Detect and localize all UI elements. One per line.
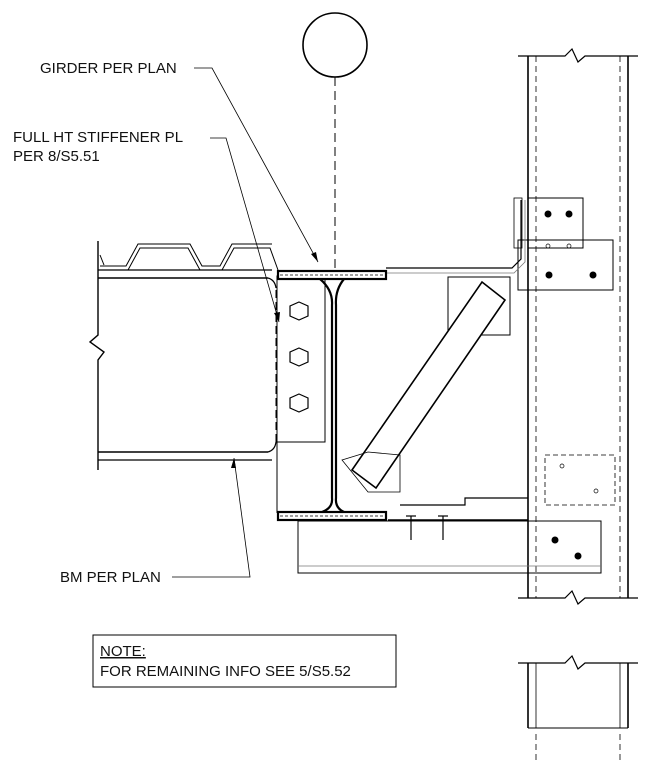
beam-label: BM PER PLAN [60,569,161,586]
bottom-plate [297,497,602,574]
beam-leader-line [172,457,251,578]
stiffener-leader-line [210,137,280,323]
girder-i-section [276,269,388,522]
note-box: NOTE: FOR REMAINING INFO SEE 5/S5.52 [92,634,397,688]
shear-studs [406,515,448,540]
note-text: FOR REMAINING INFO SEE 5/S5.52 [100,663,351,680]
section-callout-bubble [302,12,368,78]
upper-connection-plate [513,197,614,291]
shear-tab-bolts [289,301,309,413]
note-title: NOTE: [100,643,146,660]
beam [88,241,277,470]
lower-column-plate [544,454,616,506]
stiffener-label-line1: FULL HT STIFFENER PL [13,129,183,146]
metal-deck [98,243,279,271]
diagonal-brace [350,280,507,490]
upper-plate-holes [545,243,572,249]
brace-end-plate [341,451,401,493]
column-lower-section [518,654,638,760]
stiffener-label-line2: PER 8/S5.51 [13,148,100,165]
top-flange-plate [386,200,522,269]
upper-plate-bolts [544,210,597,279]
girder-leader-line [194,67,319,263]
column [518,47,638,605]
lower-plate-bolts [551,536,582,560]
girder-label: GIRDER PER PLAN [40,60,177,77]
